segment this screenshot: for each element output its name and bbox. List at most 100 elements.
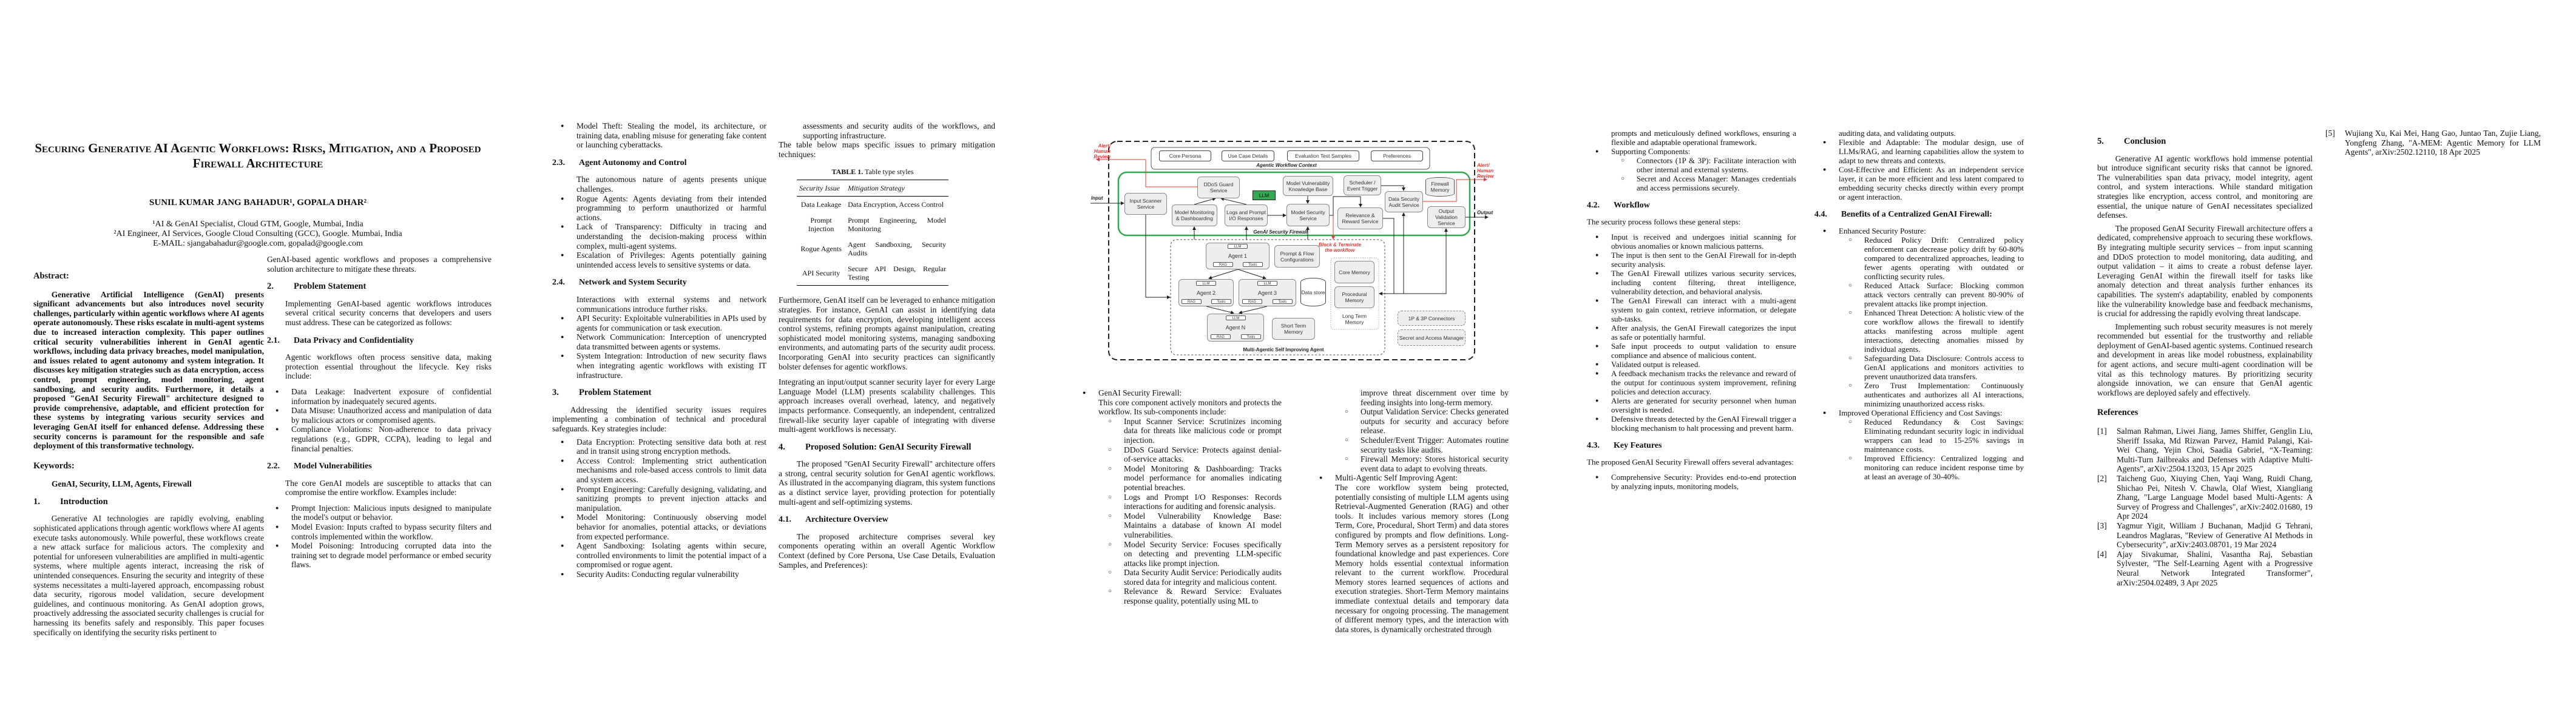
table-cell: Data Leakage: [800, 200, 842, 209]
agent-2-tools-chip: Tools: [1211, 299, 1231, 304]
sub-bullet-item: Input Scanner Service: Scrutinizes incom…: [1074, 417, 1282, 445]
sub-bullet-item: Enhanced Threat Detection: A holistic vi…: [1814, 308, 2024, 354]
table-cell: Secure API Design, Regular Testing: [845, 261, 948, 286]
connectors-1p-3p: 1P & 3P Connectors: [1398, 311, 1465, 326]
affiliation-1: ¹AI & GenAI Specialist, Cloud GTM, Googl…: [152, 220, 363, 229]
sub-bullet-item: Reduced Attack Surface: Blocking common …: [1814, 281, 2024, 308]
bullet-item: Model Theft: Stealing the model, its arc…: [552, 121, 766, 150]
subsection-heading: 4.1.Architecture Overview: [779, 515, 995, 525]
section-title: Workflow: [1614, 201, 1650, 210]
bullet-item: Multi-Agentic Self Improving Agent:: [1311, 473, 1509, 483]
bullet-item: Validated output is released.: [1587, 360, 1796, 369]
bullet-item: Security Audits: Conducting regular vuln…: [552, 570, 766, 579]
reference-text: Yagmur Yigit, William J Buchanan, Madjid…: [2117, 521, 2313, 550]
page3-left-column: GenAI Security Firewall:This core compon…: [1074, 388, 1282, 606]
sub-bullet-item: Secret and Access Manager: Manages crede…: [1587, 174, 1796, 192]
paragraph: GenAI-based agentic workflows and propos…: [267, 255, 492, 274]
paragraph: The table below maps specific issues to …: [779, 140, 995, 159]
bullet-item: After analysis, the GenAI Firewall categ…: [1587, 323, 1796, 342]
reference-item: [1]Salman Rahman, Liwei Jiang, James Shi…: [2097, 426, 2313, 474]
bullet-item: Data Leakage: Inadvertent exposure of co…: [267, 387, 492, 406]
section-number: 4.: [779, 442, 785, 452]
paragraph: Generative AI technologies are rapidly e…: [33, 514, 264, 637]
paragraph: Implementing such robust security measur…: [2097, 322, 2313, 397]
sub-bullet-item: Reduced Redundancy & Cost Savings: Elimi…: [1814, 417, 2024, 454]
bullet-item: Defensive threats detected by the GenAI …: [1587, 414, 1796, 433]
data-store-cylinder: Data store: [1300, 278, 1326, 306]
page5-right-column: [5]Wujiang Xu, Kai Mei, Hang Gao, Juntao…: [2325, 129, 2541, 157]
page2-left-column: Model Theft: Stealing the model, its arc…: [552, 121, 766, 579]
context-evaluation-samples: Evaluation Test Samples: [1287, 150, 1359, 161]
paragraph: Integrating an input/output scanner secu…: [779, 377, 995, 434]
section-heading: 2.Problem Statement: [267, 282, 492, 292]
model-security-service: Model Security Service: [1286, 204, 1330, 226]
sub-bullet-item: Relevance & Reward Service: Evaluates re…: [1074, 587, 1282, 605]
heading: Abstract:: [33, 271, 69, 281]
section-heading: 3.Problem Statement: [552, 388, 766, 398]
table-cell: Rogue Agents: [800, 244, 842, 254]
sub-bullet-item: Model Monitoring & Dashboarding: Tracks …: [1074, 464, 1282, 493]
firewall-label: GenAI Security Firewall: [1253, 229, 1308, 235]
subsection-heading: 4.3.Key Features: [1587, 441, 1796, 450]
bullet-item: Alerts are generated for security person…: [1587, 396, 1796, 414]
bullet-item: The input is then sent to the GenAI Fire…: [1587, 251, 1796, 269]
agent-3-rag-chip: RAG: [1242, 299, 1262, 304]
table-cell: Prompt Injection: [808, 216, 834, 234]
paragraph: Addressing the identified security issue…: [552, 405, 766, 434]
logs-prompt-io-responses: Logs and Prompt I/O Responses: [1225, 204, 1268, 226]
multi-agent-label: Multi-Agentic Self Improving Agent: [1243, 347, 1324, 352]
agent-1-label: Agent 1: [1228, 253, 1248, 259]
bullet-continuation: assessments and security audits of the w…: [803, 121, 995, 140]
sub-bullet-item: Model Vulnerability Knowledge Base: Main…: [1074, 511, 1282, 540]
affiliation-2: ²AI Engineer, AI Services, Google Cloud …: [113, 229, 402, 238]
section-number: 2.3.: [552, 158, 565, 167]
section-number: 2.1.: [267, 335, 280, 345]
bullet-item: System Integration: Introduction of new …: [552, 351, 766, 380]
relevance-reward-service: Relevance & Reward Service: [1337, 207, 1383, 229]
agent-1-llm-chip: LLM: [1228, 244, 1248, 249]
bullet-continuation: The core workflow system being protected…: [1335, 482, 1509, 634]
bullet-item: Enhanced Security Posture:: [1814, 226, 2024, 235]
section-number: 5.: [2097, 136, 2104, 146]
agent-2-label: Agent 2: [1196, 289, 1216, 296]
paragraph: Generative AI agentic workflows hold imm…: [2097, 153, 2313, 220]
bullet-item: API Security: Exploitable vulnerabilitie…: [552, 314, 766, 332]
agent-n-llm-chip: LLM: [1226, 315, 1246, 320]
bullet-item: Agent Sandboxing: Isolating agents withi…: [552, 541, 766, 570]
model-vulnerability-knowledge-base: Model Vulnerability Knowledge Base: [1283, 176, 1333, 196]
procedural-memory: Procedural Memory: [1334, 286, 1374, 308]
bullet-item: The GenAI Firewall can interact with a m…: [1587, 296, 1796, 323]
input-label: Input: [1091, 195, 1103, 201]
agent-1-tools-chip: Tools: [1243, 262, 1263, 267]
section-title: Proposed Solution: GenAI Security Firewa…: [805, 442, 972, 452]
agent-3-llm-chip: LLM: [1257, 281, 1277, 286]
bullet-item: Input is received and undergoes initial …: [1587, 232, 1796, 251]
output-validation-service: Output Validation Service: [1427, 206, 1465, 228]
workflow-outer-boundary: [1108, 141, 1475, 360]
section-title: Data Privacy and Confidentiality: [294, 335, 414, 345]
section-heading: 1.Introduction: [33, 497, 264, 507]
agent-3-tools-chip: Tools: [1273, 299, 1293, 304]
firewall-llm: LLM: [1253, 190, 1276, 200]
bullet-continuation: This core component actively monitors an…: [1098, 397, 1282, 417]
subsection-heading: 2.1. Data Privacy and Confidentiality: [267, 336, 492, 346]
page1-left-column: Abstract:Generative Artificial Intellige…: [33, 261, 264, 641]
bullet-continuation: Interactions with external systems and n…: [576, 294, 766, 314]
bullet-item: Model Monitoring: Continuously observing…: [552, 513, 766, 541]
table-cell: Prompt Engineering, Model Monitoring: [848, 216, 946, 234]
keywords-text: GenAI, Security, LLM, Agents, Firewall: [52, 479, 192, 489]
section-title: Architecture Overview: [805, 515, 888, 525]
short-term-memory: Short Term Memory: [1272, 318, 1315, 340]
sub-bullet-item: Safeguarding Data Disclosure: Controls a…: [1814, 354, 2024, 381]
section-title: Agent Autonomy and Control: [579, 158, 687, 167]
context-label: Agentic Workflow Context: [1256, 163, 1317, 168]
table-caption-label: TABLE 1.: [831, 167, 864, 177]
reference-text: Wujiang Xu, Kai Mei, Hang Gao, Juntao Ta…: [2345, 129, 2541, 157]
section-number: 2.2.: [267, 462, 280, 471]
sub-bullet-item: Data Security Audit Service: Periodicall…: [1074, 568, 1282, 587]
context-core-persona: Core Persona: [1159, 150, 1211, 161]
sub-bullet-item: Reduced Policy Drift: Centralized policy…: [1814, 235, 2024, 281]
reference-text: Ajay Sivakumar, Shalini, Vasantha Raj, S…: [2117, 549, 2313, 587]
section-title: Problem Statement: [579, 388, 652, 398]
